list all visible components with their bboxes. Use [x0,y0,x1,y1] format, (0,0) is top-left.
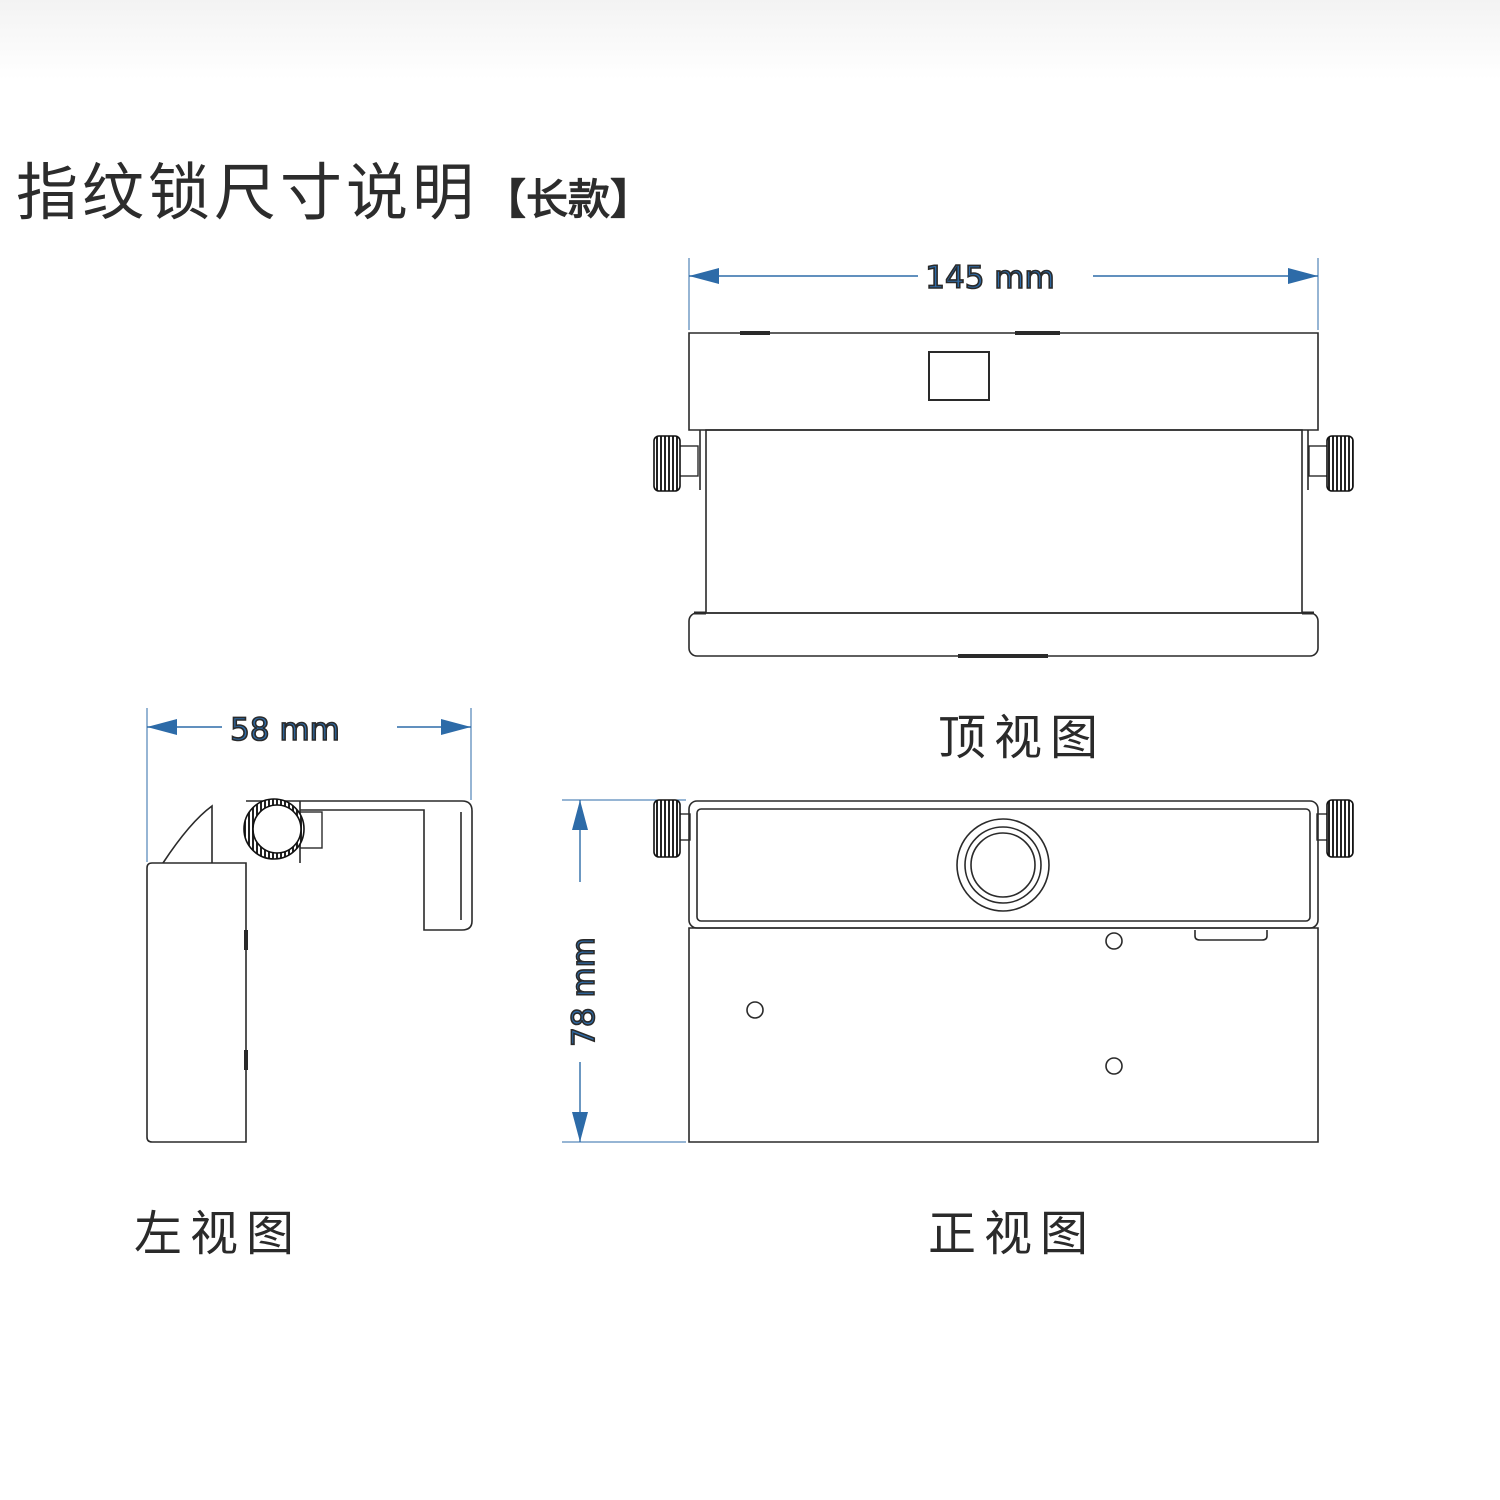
top-view-left-knob [653,435,699,492]
front-view: 78 mm [562,799,1354,1143]
top-view-label: 顶视图 [938,710,1107,766]
front-view-left-knob [653,799,691,858]
sensor-window [928,351,990,401]
top-shade [0,0,1500,80]
front-view-tab [1194,930,1268,941]
top-view-front-plate [688,332,1319,431]
left-view-wedge [162,804,213,864]
height-dimension-label: 78 mm [566,937,602,1047]
top-view-right-knob [1308,435,1354,492]
front-view-body [688,927,1319,1143]
screw-hole [1105,1057,1123,1075]
left-view-body [146,862,247,1143]
depth-dimension [146,708,472,862]
fingerprint-sensor [956,818,1050,912]
height-dimension [562,799,686,1143]
front-view-label: 正视图 [928,1206,1097,1262]
width-dimension [688,258,1319,330]
screw-hole [1105,932,1123,950]
title-sub: 【长款】 [484,175,653,224]
left-view: 58 mm [146,708,473,1143]
title-main: 指纹锁尺寸说明 [16,156,479,229]
left-view-label: 左视图 [134,1206,303,1262]
screw-hole [746,1001,764,1019]
page-title: 指纹锁尺寸说明【长款】 [16,142,652,232]
width-dimension-label: 145 mm [925,260,1054,296]
top-view-back-plate [688,612,1319,657]
front-view-top-plate [688,800,1319,929]
top-view-body [705,429,1303,614]
depth-dimension-label: 58 mm [230,712,340,748]
front-view-right-knob [1316,799,1354,858]
left-view-bracket [246,800,473,931]
top-view: 145 mm [653,258,1354,658]
